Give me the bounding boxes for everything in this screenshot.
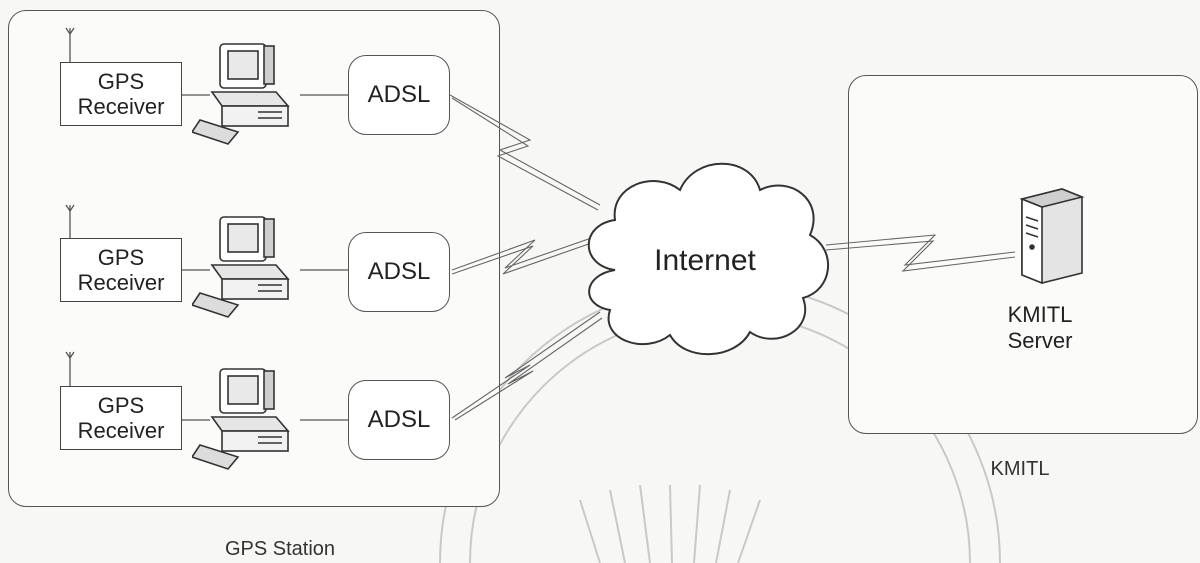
adsl-modem-box: ADSL [348,232,450,312]
gps-receiver-box: GPS Receiver [60,62,182,126]
gps-station-caption: GPS Station [224,538,336,560]
gps-receiver-label-line2: Receiver [77,418,165,443]
server-tower-icon [1019,188,1085,285]
gps-receiver-box: GPS Receiver [60,238,182,302]
server-label-line1: KMITL [1007,302,1073,327]
adsl-label: ADSL [367,258,431,285]
kmitl-server-label: KMITL Server [980,302,1100,354]
adsl-modem-box: ADSL [348,55,450,135]
gps-receiver-label-line1: GPS [97,69,145,94]
adsl-label: ADSL [367,406,431,433]
gps-receiver-box: GPS Receiver [60,386,182,450]
gps-receiver-label-line2: Receiver [77,270,165,295]
gps-receiver-label-line2: Receiver [77,94,165,119]
gps-receiver-label-line1: GPS [97,245,145,270]
kmitl-caption: KMITL [990,458,1050,480]
adsl-modem-box: ADSL [348,380,450,460]
internet-label: Internet [654,244,756,277]
internet-cloud-icon [587,162,830,356]
adsl-label: ADSL [367,81,431,108]
desktop-computer-icon [192,368,290,470]
desktop-computer-icon [192,216,290,318]
gps-receiver-label-line1: GPS [97,393,145,418]
desktop-computer-icon [192,43,290,145]
server-label-line2: Server [1007,328,1073,353]
